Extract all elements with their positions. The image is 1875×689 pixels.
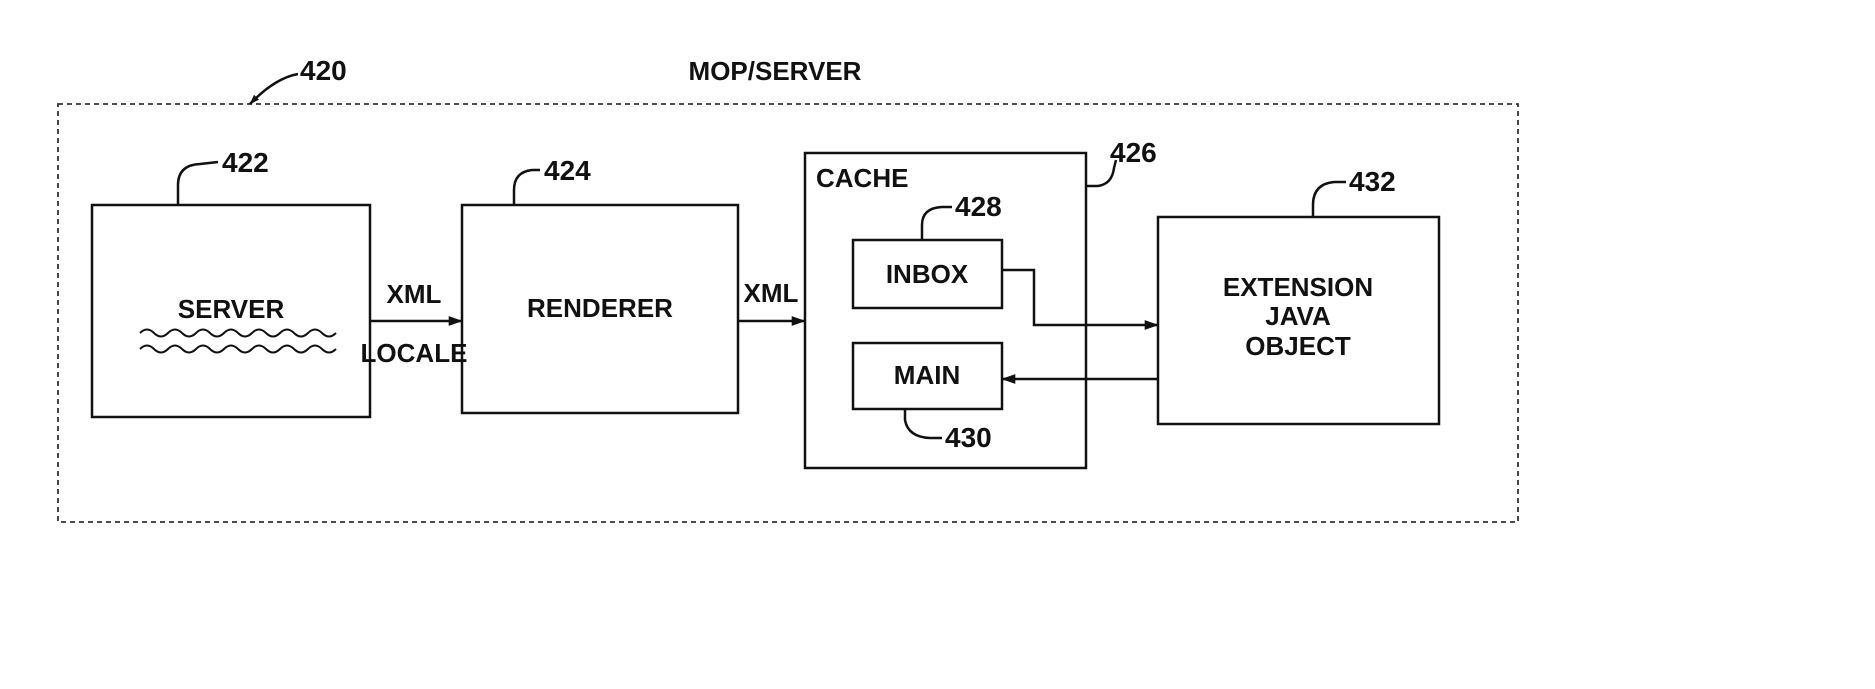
extension-label-line1: EXTENSION <box>1223 272 1373 302</box>
extension-label-line2: JAVA <box>1265 301 1331 331</box>
arrow-inbox-to-extension <box>1002 270 1158 325</box>
ref-420-leader <box>250 74 298 104</box>
ref-430-leader <box>905 409 942 438</box>
extension-label-line3: OBJECT <box>1245 331 1351 361</box>
cache-box <box>805 153 1086 468</box>
renderer-label: RENDERER <box>527 293 673 323</box>
edge-label-xml-2: XML <box>744 278 799 308</box>
ref-428: 428 <box>955 191 1002 222</box>
ref-428-leader <box>922 207 952 240</box>
ref-430: 430 <box>945 422 992 453</box>
server-wave-line-2 <box>140 346 336 353</box>
server-label: SERVER <box>178 294 285 324</box>
ref-426: 426 <box>1110 137 1157 168</box>
main-label: MAIN <box>894 360 960 390</box>
cache-label: CACHE <box>816 163 908 193</box>
ref-424: 424 <box>544 155 591 186</box>
ref-432-leader <box>1313 182 1346 217</box>
ref-432: 432 <box>1349 166 1396 197</box>
ref-420: 420 <box>300 55 347 86</box>
ref-424-leader <box>514 170 540 205</box>
diagram-title: MOP/SERVER <box>689 56 862 86</box>
edge-label-xml-1: XML <box>387 279 442 309</box>
edge-label-locale: LOCALE <box>361 338 468 368</box>
ref-422: 422 <box>222 147 269 178</box>
server-wave-line-1 <box>140 330 336 337</box>
ref-422-leader <box>178 162 218 205</box>
inbox-label: INBOX <box>886 259 969 289</box>
